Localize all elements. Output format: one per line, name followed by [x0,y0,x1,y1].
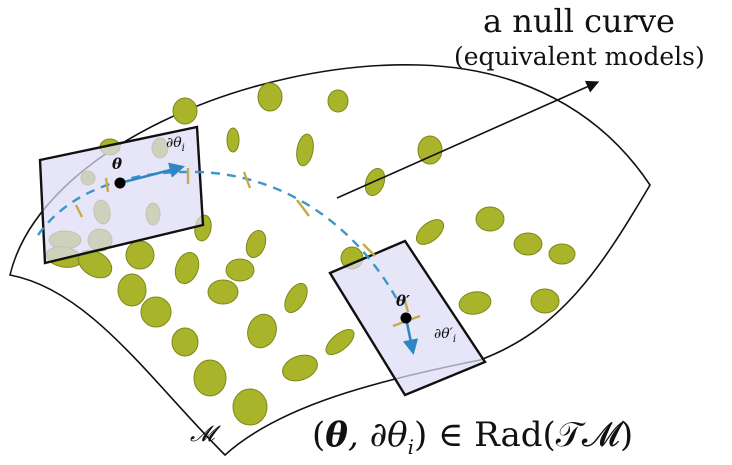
curve-tick [104,177,110,193]
tangent-ellipse [296,133,314,167]
tangent-ellipse [513,232,543,256]
tangent-ellipse [282,354,318,382]
tangent-ellipse [226,127,240,153]
tangent-ellipse [284,282,308,314]
annotation-title: a null curve [483,2,675,40]
curve-tick [296,199,310,217]
dtheta-label: ∂θi [166,135,185,154]
tangent-ellipse [415,219,445,245]
tangent-ellipse [325,328,355,356]
tangent-ellipse [475,206,505,232]
tangent-ellipse [458,291,492,315]
tangent-ellipse [125,240,155,270]
tangent-ellipse [232,388,268,426]
curve-tick [402,296,410,313]
tangent-arrow-right [402,317,419,356]
tangent-ellipse [247,313,277,349]
curve-tick [362,243,376,257]
tangent-ellipse [530,288,560,314]
tangent-ellipse [417,135,443,165]
tangent-ellipse [117,273,147,307]
tangent-ellipse [364,167,386,197]
tangent-ellipse [548,243,576,265]
tangent-ellipse [245,229,267,259]
formula-label: (θ, ∂θi) ∈ Rad(𝒯𝓜) [312,415,634,459]
manifold-label: 𝓜 [190,422,215,447]
tangent-ellipse [207,279,239,305]
tangent-ellipse [172,97,198,125]
tangent-ellipse [171,327,199,357]
curve-tick [242,171,252,189]
point-theta-prime [400,312,412,324]
null-curve-ticks [74,168,421,328]
tangent-ellipse [257,82,283,112]
tangent-ellipse [174,252,200,284]
tangent-ellipse [193,359,227,397]
tangent-arrow-left [119,162,186,185]
tangent-ellipse [140,296,172,328]
theta-prime-label: θ′ [396,292,410,310]
annotation-subtitle: (equivalent models) [454,42,705,71]
curve-tick [74,204,84,218]
tangent-ellipse [327,89,349,113]
tangent-ellipse [225,258,255,282]
dtheta-prime-label: ∂θ′i [434,326,457,345]
theta-label: θ [112,155,123,173]
annotation-arrow [336,80,600,199]
point-theta [114,177,126,189]
